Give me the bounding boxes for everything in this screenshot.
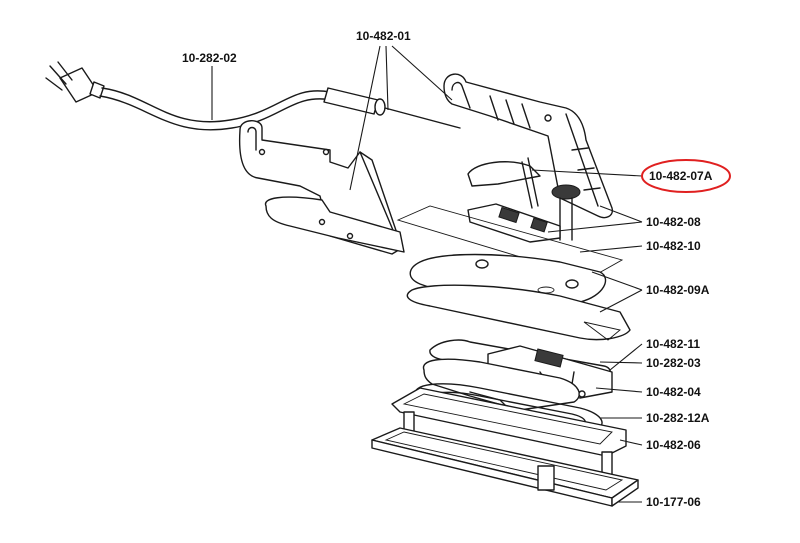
upper-frame-edge xyxy=(359,151,399,243)
plug-prongs xyxy=(45,61,73,91)
power-cord xyxy=(45,61,461,131)
handle-screw xyxy=(544,114,552,122)
leader-switch xyxy=(547,205,643,233)
leader-upper-frame xyxy=(349,45,453,191)
base-plate-recess xyxy=(384,431,624,491)
rail-hole xyxy=(346,232,354,240)
bracket-plate xyxy=(422,358,580,411)
base-plate xyxy=(371,427,639,507)
handle-hook xyxy=(451,81,471,109)
label-element-bracket: 10-482-04 xyxy=(646,385,701,399)
bracket-screw xyxy=(578,390,586,398)
switch-assembly xyxy=(467,157,561,243)
frame-hole xyxy=(258,148,266,156)
base-plate-side xyxy=(611,479,639,507)
frame-hole xyxy=(322,148,330,156)
label-gasket: 10-482-09A xyxy=(646,283,710,297)
switch-bracket xyxy=(467,203,561,243)
plug-strain-relief xyxy=(89,81,105,99)
handle-ribs xyxy=(489,95,531,129)
leader-insulator xyxy=(579,245,643,253)
handle-grip-lines xyxy=(565,113,601,207)
gasket-assembly xyxy=(406,253,631,341)
part-labels: 10-282-02 10-482-01 10-482-07A 10-482-08… xyxy=(182,29,713,509)
upper-frame xyxy=(238,120,405,255)
rail-hole xyxy=(318,218,326,226)
upper-frame-slot xyxy=(247,126,257,151)
control-knob xyxy=(551,184,581,200)
leader-thermostat xyxy=(599,361,643,364)
label-heating-element: 10-282-12A xyxy=(646,411,710,425)
leader-sole-plate xyxy=(619,439,643,446)
label-switch-assembly: 10-482-08 xyxy=(646,215,701,229)
sole-plate-rim xyxy=(391,387,627,457)
switch-rod xyxy=(521,157,539,209)
label-thermostat: 10-282-03 xyxy=(646,356,701,370)
label-handle: 10-482-07A xyxy=(649,169,713,183)
handle-body xyxy=(443,73,613,219)
leader-bracket xyxy=(595,387,643,393)
gasket-bottom xyxy=(406,284,631,341)
cord-sleeve-end xyxy=(374,98,386,116)
gasket-boss xyxy=(565,279,579,289)
base-plate-foot xyxy=(537,465,555,491)
gasket-boss xyxy=(475,259,489,269)
cord-sleeve xyxy=(323,87,379,115)
thermostat-block xyxy=(534,348,564,368)
label-sole-plate: 10-482-06 xyxy=(646,438,701,452)
upper-frame-rail xyxy=(264,196,405,253)
handle-assembly xyxy=(443,73,613,241)
switch-block xyxy=(498,206,520,224)
sole-plate xyxy=(391,387,627,483)
cord-line-upper xyxy=(101,87,331,123)
highlight-ring xyxy=(641,159,731,193)
leader-lines xyxy=(211,45,643,503)
switch-block xyxy=(530,217,548,233)
cord-line-lower xyxy=(99,95,333,131)
sole-plate-inner xyxy=(402,393,613,445)
leader-gasket xyxy=(591,271,643,313)
label-cord: 10-282-02 xyxy=(182,51,237,65)
label-insulator: 10-482-10 xyxy=(646,239,701,253)
thumb-rest xyxy=(467,161,541,187)
leader-top-plate xyxy=(609,343,643,371)
cord-wire xyxy=(384,107,461,129)
element-bracket xyxy=(422,358,586,411)
label-upper-frame: 10-482-01 xyxy=(356,29,411,43)
label-base-plate: 10-177-06 xyxy=(646,495,701,509)
label-top-plate: 10-482-11 xyxy=(646,337,700,351)
gasket-corner xyxy=(583,321,621,341)
leader-handle xyxy=(531,169,643,177)
knob-shaft xyxy=(559,197,573,241)
